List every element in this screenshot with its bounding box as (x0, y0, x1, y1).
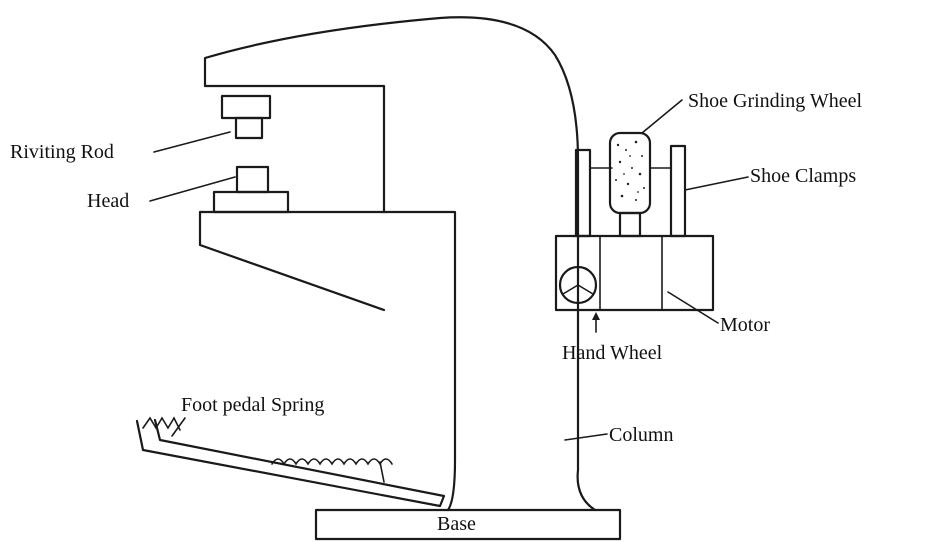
grinding-wheel-shaft (618, 211, 642, 238)
leader-column (564, 433, 608, 441)
label-column: Column (609, 424, 673, 446)
head-top (235, 165, 270, 194)
lower-arm (198, 210, 386, 312)
label-riviting-rod: Riviting Rod (10, 141, 114, 163)
shoe-clamp-left (574, 148, 592, 238)
riviting-rod-tip (234, 116, 264, 140)
label-base: Base (437, 513, 476, 535)
grinding-wheel (608, 131, 652, 215)
leader-head (149, 176, 236, 202)
foot-pedal-teeth (142, 416, 181, 431)
label-shoe-clamps: Shoe Clamps (750, 165, 856, 187)
label-motor: Motor (720, 314, 770, 336)
foot-pedal (135, 418, 446, 508)
riviting-rod-body (220, 94, 272, 120)
shoe-clamp-right (669, 144, 687, 238)
hand-wheel (558, 265, 598, 305)
hand-wheel-arrow (592, 312, 600, 320)
label-hand-wheel: Hand Wheel (562, 342, 663, 364)
base-plate (314, 508, 622, 541)
grinding-wheel-texture (615, 140, 645, 201)
label-foot-pedal-spring: Foot pedal Spring (181, 394, 324, 416)
head-block (212, 190, 290, 214)
leader-shoe-clamps (684, 176, 749, 191)
motor-housing (554, 234, 715, 312)
pedal-spring-link (379, 461, 385, 483)
column-arm (203, 16, 597, 512)
leader-riviting-rod (153, 131, 231, 153)
label-shoe-grinding-wheel: Shoe Grinding Wheel (688, 90, 862, 112)
leader-foot-pedal-spring (171, 417, 186, 437)
pedal-spring-coil (271, 458, 393, 466)
leader-shoe-grinding-wheel (641, 99, 683, 134)
label-head: Head (87, 190, 129, 212)
leader-motor (667, 291, 719, 324)
